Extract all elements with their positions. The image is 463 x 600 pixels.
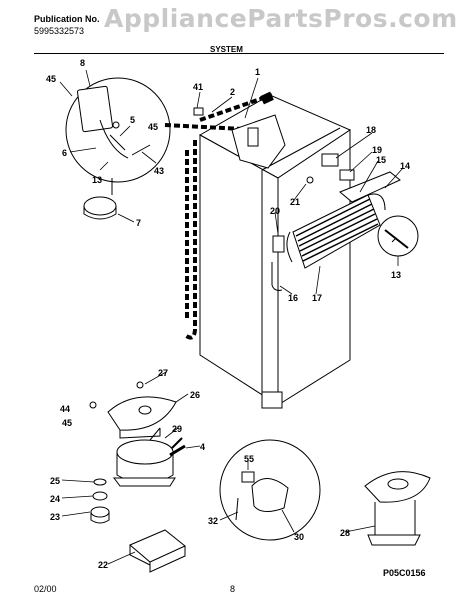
callout-29: 29 xyxy=(172,424,182,434)
callout-18: 18 xyxy=(366,125,376,135)
publication-label: Publication No. xyxy=(34,14,100,24)
footer-date: 02/00 xyxy=(34,584,57,594)
callout-45-detail: 45 xyxy=(148,122,158,132)
evaporator-coil xyxy=(286,193,386,269)
callout-13: 13 xyxy=(92,175,102,185)
callout-13-right: 13 xyxy=(391,270,401,280)
evaporator-cover xyxy=(339,171,401,203)
callout-23: 23 xyxy=(50,512,60,522)
callout-22: 22 xyxy=(98,560,108,570)
drawing-code: P05C0156 xyxy=(383,568,426,578)
callout-41: 41 xyxy=(193,82,203,92)
callout-28: 28 xyxy=(340,528,350,538)
defrost-timer xyxy=(272,235,285,253)
callout-21: 21 xyxy=(290,197,300,207)
defrost-heater xyxy=(271,262,283,291)
condenser-tube xyxy=(183,140,197,340)
leader-lines xyxy=(59,69,404,565)
callout-2: 2 xyxy=(230,87,235,97)
publication-number: 5995332573 xyxy=(34,26,85,36)
callout-45-lower: 45 xyxy=(62,418,72,428)
callout-26: 26 xyxy=(190,390,200,400)
callout-20: 20 xyxy=(270,206,280,216)
base-bracket xyxy=(129,529,186,573)
callout-7: 7 xyxy=(136,218,141,228)
callout-43: 43 xyxy=(154,166,164,176)
part-4 xyxy=(169,444,186,457)
callout-45: 45 xyxy=(46,74,56,84)
callout-30: 30 xyxy=(294,532,304,542)
callout-6: 6 xyxy=(62,148,67,158)
callout-32: 32 xyxy=(208,516,218,526)
section-title: SYSTEM xyxy=(210,45,243,54)
compressor xyxy=(113,427,183,487)
callout-5: 5 xyxy=(130,115,135,125)
callout-8: 8 xyxy=(80,58,85,68)
callout-27: 27 xyxy=(158,368,168,378)
callout-24: 24 xyxy=(50,494,60,504)
drier-assembly xyxy=(193,91,286,169)
callout-55: 55 xyxy=(244,454,254,464)
callout-25: 25 xyxy=(50,476,60,486)
callout-1: 1 xyxy=(255,67,260,77)
relay-assembly xyxy=(83,178,117,220)
callout-4: 4 xyxy=(200,442,205,452)
callout-17: 17 xyxy=(312,293,322,303)
callout-14: 14 xyxy=(400,161,410,171)
top-loop-tube xyxy=(164,93,273,132)
footer-page: 8 xyxy=(230,584,236,594)
thermostat-assembly xyxy=(321,153,355,181)
grommet-stack xyxy=(90,478,110,524)
compressor-assembly-right xyxy=(364,471,431,546)
detail-circle-right xyxy=(377,215,419,257)
callout-labels: 1 2 41 45 8 5 45 6 13 43 7 18 19 15 14 2… xyxy=(46,58,410,570)
callout-15: 15 xyxy=(376,155,386,165)
detail-circle-bottom xyxy=(219,439,321,541)
screw-21 xyxy=(306,176,314,184)
callout-16: 16 xyxy=(288,293,298,303)
compressor-mounting-plate xyxy=(89,381,177,439)
header-rule xyxy=(34,53,444,54)
callout-19: 19 xyxy=(372,145,382,155)
watermark: AppliancePartsPros.com xyxy=(104,4,458,33)
detail-circle-top-left xyxy=(65,77,171,183)
callout-44: 44 xyxy=(60,404,70,414)
